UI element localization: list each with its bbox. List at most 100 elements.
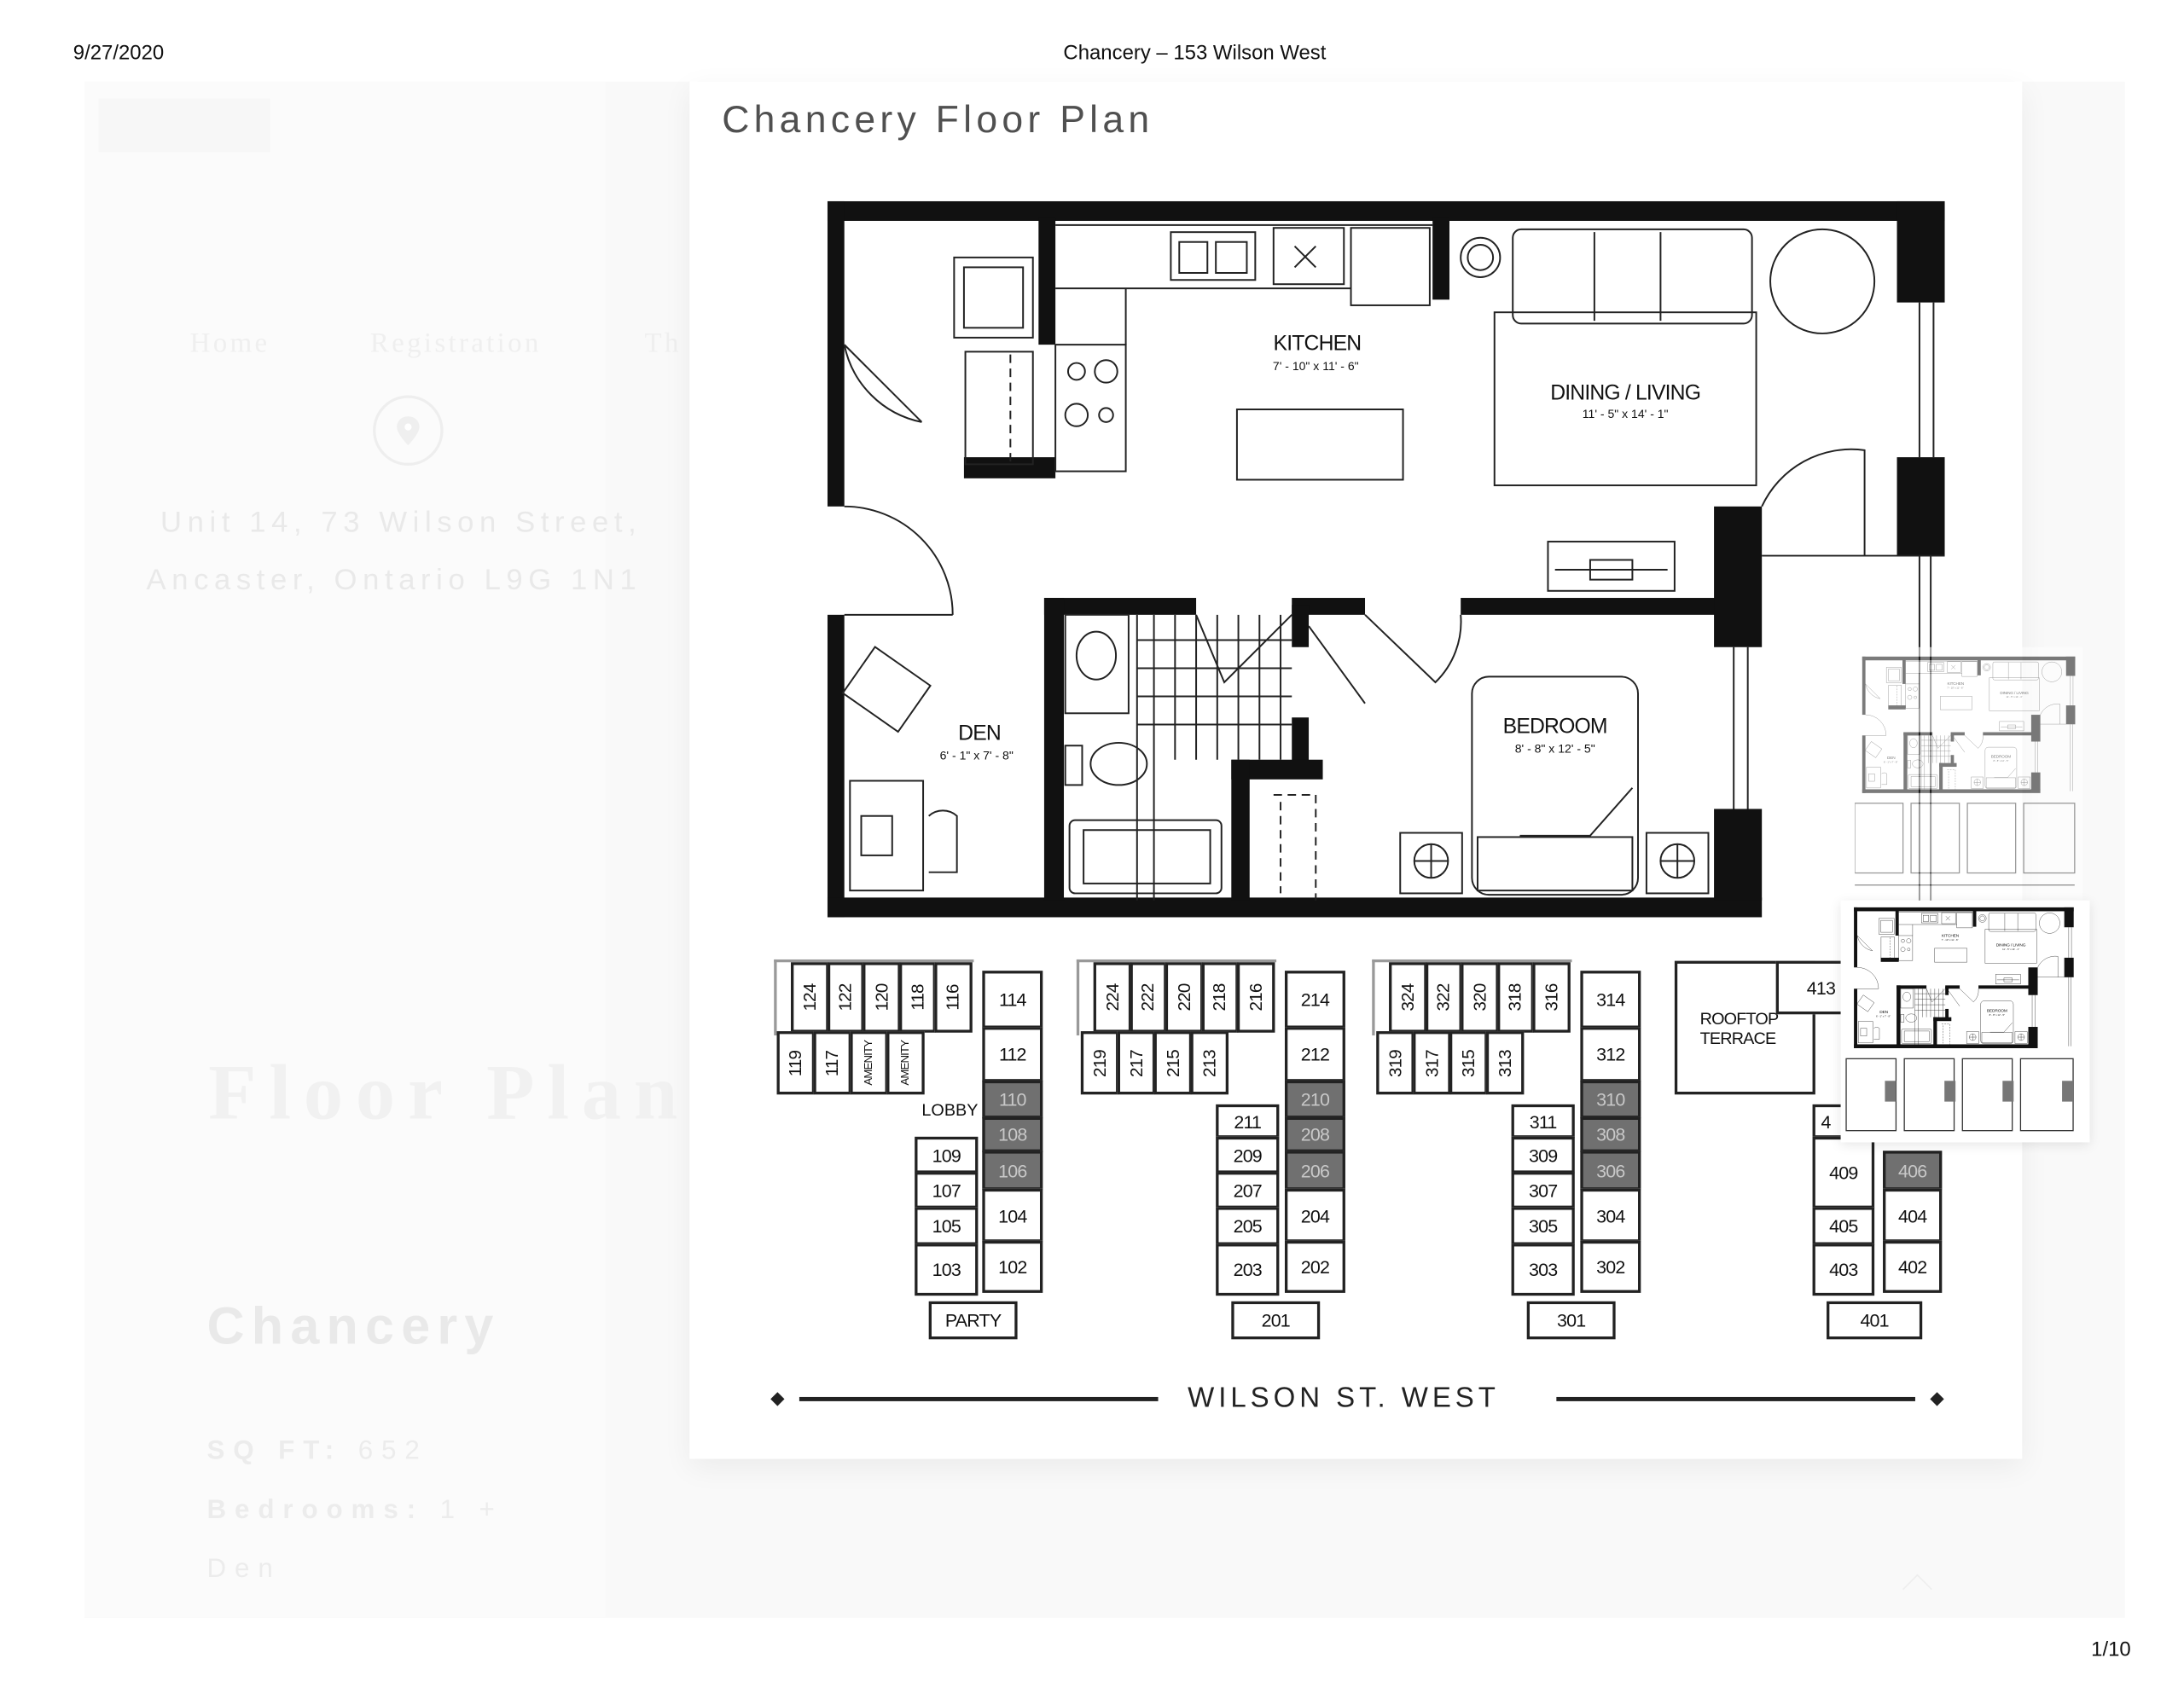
unit-label: 413 (1806, 977, 1836, 999)
storage-unit[interactable]: 403 (1812, 1244, 1875, 1296)
storage-unit[interactable]: AMENITY (886, 1031, 925, 1095)
storage-unit[interactable]: 308 (1580, 1116, 1641, 1152)
storage-unit[interactable]: 106 (982, 1151, 1043, 1191)
storage-unit[interactable]: 211 (1216, 1104, 1280, 1139)
storage-unit[interactable]: 105 (915, 1207, 979, 1245)
storage-unit[interactable]: 306 (1580, 1151, 1641, 1191)
storage-unit[interactable]: 406 (1883, 1151, 1943, 1191)
storage-unit[interactable]: 301 (1526, 1301, 1616, 1340)
storage-unit[interactable]: 312 (1580, 1027, 1641, 1082)
floor-plan-thumbnail-1[interactable] (1855, 646, 2083, 901)
unit-label: 210 (1300, 1088, 1330, 1110)
storage-unit[interactable]: 317 (1413, 1031, 1451, 1095)
storage-unit[interactable]: 206 (1284, 1151, 1345, 1191)
storage-unit[interactable]: 401 (1827, 1301, 1923, 1340)
unit-label: 204 (1300, 1204, 1330, 1226)
storage-unit[interactable]: 216 (1237, 962, 1275, 1033)
storage-unit[interactable]: 122 (827, 962, 865, 1033)
storage-unit[interactable]: 209 (1216, 1136, 1280, 1174)
unit-label: 306 (1596, 1160, 1625, 1181)
storage-unit[interactable]: 102 (982, 1240, 1043, 1293)
storage-unit[interactable]: 307 (1511, 1172, 1575, 1209)
unit-label: ROOFTOP TERRACE (1699, 1007, 1779, 1048)
storage-unit[interactable]: 109 (915, 1136, 979, 1174)
party-room[interactable]: PARTY (928, 1301, 1018, 1340)
storage-unit[interactable]: 114 (982, 971, 1043, 1029)
storage-unit[interactable]: 310 (1580, 1080, 1641, 1119)
bedrooms-value: 1 + (439, 1495, 503, 1526)
unit-floor-plan: KITCHEN 7' - 10" x 11' - 6" DINING / LIV… (827, 200, 1945, 918)
unit-label: 122 (835, 983, 856, 1012)
storage-unit[interactable]: AMENITY (850, 1031, 888, 1095)
storage-unit[interactable]: 203 (1216, 1244, 1280, 1296)
unit-label: 4 (1821, 1110, 1831, 1133)
storage-unit[interactable]: 208 (1284, 1116, 1345, 1152)
storage-unit[interactable]: 303 (1511, 1244, 1575, 1296)
unit-label: 312 (1596, 1043, 1625, 1065)
storage-unit[interactable]: 316 (1532, 962, 1571, 1033)
storage-unit[interactable]: 217 (1117, 1031, 1156, 1095)
storage-unit[interactable]: 117 (813, 1031, 851, 1095)
storage-unit[interactable]: 302 (1580, 1240, 1641, 1293)
nav-item-partial[interactable]: Th (644, 328, 682, 359)
storage-unit[interactable]: 319 (1376, 1031, 1414, 1095)
unit-label: AMENITY (899, 1040, 912, 1086)
storage-unit[interactable]: 212 (1284, 1027, 1345, 1082)
storage-unit[interactable]: 404 (1883, 1188, 1943, 1243)
storage-unit[interactable]: 219 (1080, 1031, 1119, 1095)
storage-unit[interactable]: 409 (1812, 1136, 1875, 1209)
floor-plan-thumbnail-2[interactable] (1840, 900, 2090, 1143)
unit-label: 114 (998, 988, 1027, 1011)
unit-label: 103 (932, 1259, 961, 1281)
nav-home[interactable]: Home (189, 328, 270, 359)
storage-unit[interactable]: 116 (934, 962, 973, 1033)
storage-unit[interactable]: 402 (1883, 1240, 1943, 1293)
storage-unit[interactable]: 322 (1425, 962, 1463, 1033)
storage-unit[interactable]: 104 (982, 1188, 1043, 1243)
storage-unit[interactable]: 107 (915, 1172, 979, 1209)
storage-unit[interactable]: 405 (1812, 1207, 1875, 1245)
storage-unit[interactable]: 315 (1449, 1031, 1488, 1095)
storage-unit[interactable]: 108 (982, 1116, 1043, 1152)
storage-unit[interactable]: 119 (776, 1031, 816, 1095)
storage-unit[interactable]: 220 (1165, 962, 1203, 1033)
storage-unit[interactable]: 118 (898, 962, 937, 1033)
storage-unit[interactable]: 103 (915, 1244, 979, 1296)
storage-unit[interactable]: 314 (1580, 971, 1641, 1029)
unit-label: 110 (998, 1088, 1027, 1110)
storage-unit[interactable]: 311 (1511, 1104, 1575, 1139)
storage-unit[interactable]: 205 (1216, 1207, 1280, 1245)
storage-unit[interactable]: 324 (1389, 962, 1426, 1033)
storage-unit[interactable]: 124 (791, 962, 828, 1033)
storage-unit[interactable]: 304 (1580, 1188, 1641, 1243)
storage-unit[interactable]: 218 (1201, 962, 1240, 1033)
storage-unit[interactable]: 112 (982, 1027, 1043, 1082)
storage-unit[interactable]: 313 (1485, 1031, 1525, 1095)
background-logo (98, 98, 270, 153)
storage-unit[interactable]: 305 (1511, 1207, 1575, 1245)
storage-unit[interactable]: 213 (1190, 1031, 1229, 1095)
storage-unit[interactable]: 309 (1511, 1136, 1575, 1174)
storage-unit[interactable]: 204 (1284, 1188, 1345, 1243)
storage-unit[interactable]: 215 (1153, 1031, 1193, 1095)
unit-label: 206 (1300, 1160, 1330, 1181)
storage-unit[interactable]: 201 (1231, 1301, 1321, 1340)
rooftop-terrace[interactable]: ROOFTOP TERRACE (1674, 960, 1815, 1095)
storage-unit[interactable]: 120 (863, 962, 901, 1033)
sq-ft-label: SQ FT: (206, 1436, 343, 1466)
storage-unit[interactable]: 210 (1284, 1080, 1345, 1119)
bedrooms: Bedrooms: 1 + (206, 1495, 502, 1526)
storage-unit[interactable]: 207 (1216, 1172, 1280, 1209)
unit-label: 216 (1246, 983, 1267, 1012)
storage-unit[interactable]: 110 (982, 1080, 1043, 1119)
unit-label: 311 (1529, 1110, 1558, 1133)
storage-unit[interactable]: 318 (1496, 962, 1535, 1033)
storage-unit[interactable]: 222 (1129, 962, 1167, 1033)
storage-unit[interactable]: 224 (1093, 962, 1131, 1033)
storage-unit[interactable]: 202 (1284, 1240, 1345, 1293)
unit-label: 304 (1596, 1204, 1625, 1226)
storage-unit[interactable]: 214 (1284, 971, 1345, 1029)
unit-label: 320 (1469, 983, 1490, 1012)
nav-registration[interactable]: Registration (369, 328, 542, 359)
storage-unit[interactable]: 320 (1461, 962, 1499, 1033)
